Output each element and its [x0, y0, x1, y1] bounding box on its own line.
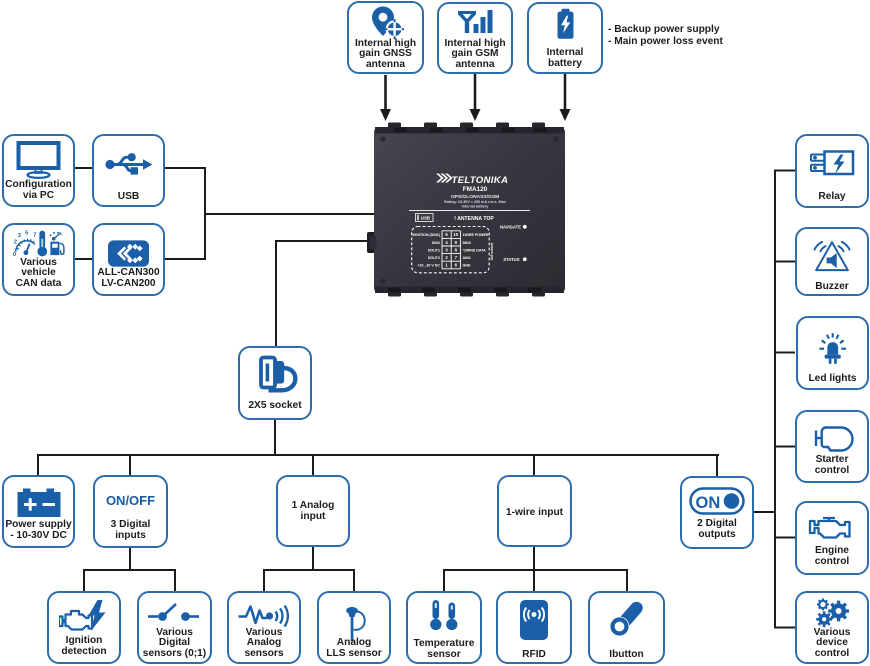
svg-text:ON: ON: [696, 494, 721, 512]
svg-text:4: 4: [445, 240, 448, 245]
svg-text:DOUT1: DOUT1: [428, 248, 440, 252]
svg-text:2x5 socket: 2x5 socket: [490, 242, 494, 260]
svg-text:0: 0: [12, 252, 15, 258]
svg-text:GPS/GLONASS/GSM: GPS/GLONASS/GSM: [451, 194, 499, 200]
svg-text:8: 8: [455, 247, 458, 252]
svg-text:USB: USB: [421, 215, 430, 220]
svg-text:10: 10: [453, 232, 458, 237]
svg-text:IGNITION (DIN1): IGNITION (DIN1): [412, 233, 440, 237]
svg-text:DIN3: DIN3: [463, 241, 471, 245]
svg-text:2: 2: [445, 255, 448, 260]
svg-text:Internal battery: Internal battery: [462, 205, 490, 209]
svg-text:GND: GND: [463, 264, 471, 268]
svg-text:*1WIRE DATA: *1WIRE DATA: [463, 248, 487, 252]
svg-text:! ANTENNA TOP: ! ANTENNA TOP: [454, 216, 494, 222]
svg-text:NAVIGATE: NAVIGATE: [500, 224, 521, 229]
svg-text:7: 7: [455, 255, 458, 260]
svg-text:DOUT2: DOUT2: [428, 256, 440, 260]
svg-text:3: 3: [445, 247, 448, 252]
svg-text:3: 3: [17, 233, 20, 239]
svg-text:STATUS: STATUS: [503, 257, 519, 262]
svg-text:DIN2: DIN2: [432, 241, 440, 245]
svg-text:FMA120: FMA120: [463, 186, 488, 193]
svg-text:5: 5: [25, 230, 29, 236]
svg-text:9: 9: [455, 240, 458, 245]
svg-text:AIN1: AIN1: [463, 256, 471, 260]
svg-text:6: 6: [455, 263, 458, 268]
svg-text:5: 5: [445, 232, 448, 237]
svg-text:1: 1: [445, 263, 448, 268]
svg-text:+10...30 V DC: +10...30 V DC: [417, 264, 440, 268]
svg-text:TELTONIKA: TELTONIKA: [452, 175, 509, 186]
svg-text:Rating: 10-30V = 250 mA r.m.s.: Rating: 10-30V = 250 mA r.m.s. Max: [444, 200, 507, 204]
svg-text:2: 2: [13, 240, 16, 246]
svg-text:7: 7: [33, 232, 36, 238]
svg-text:1WIRE POWER: 1WIRE POWER: [463, 233, 489, 237]
